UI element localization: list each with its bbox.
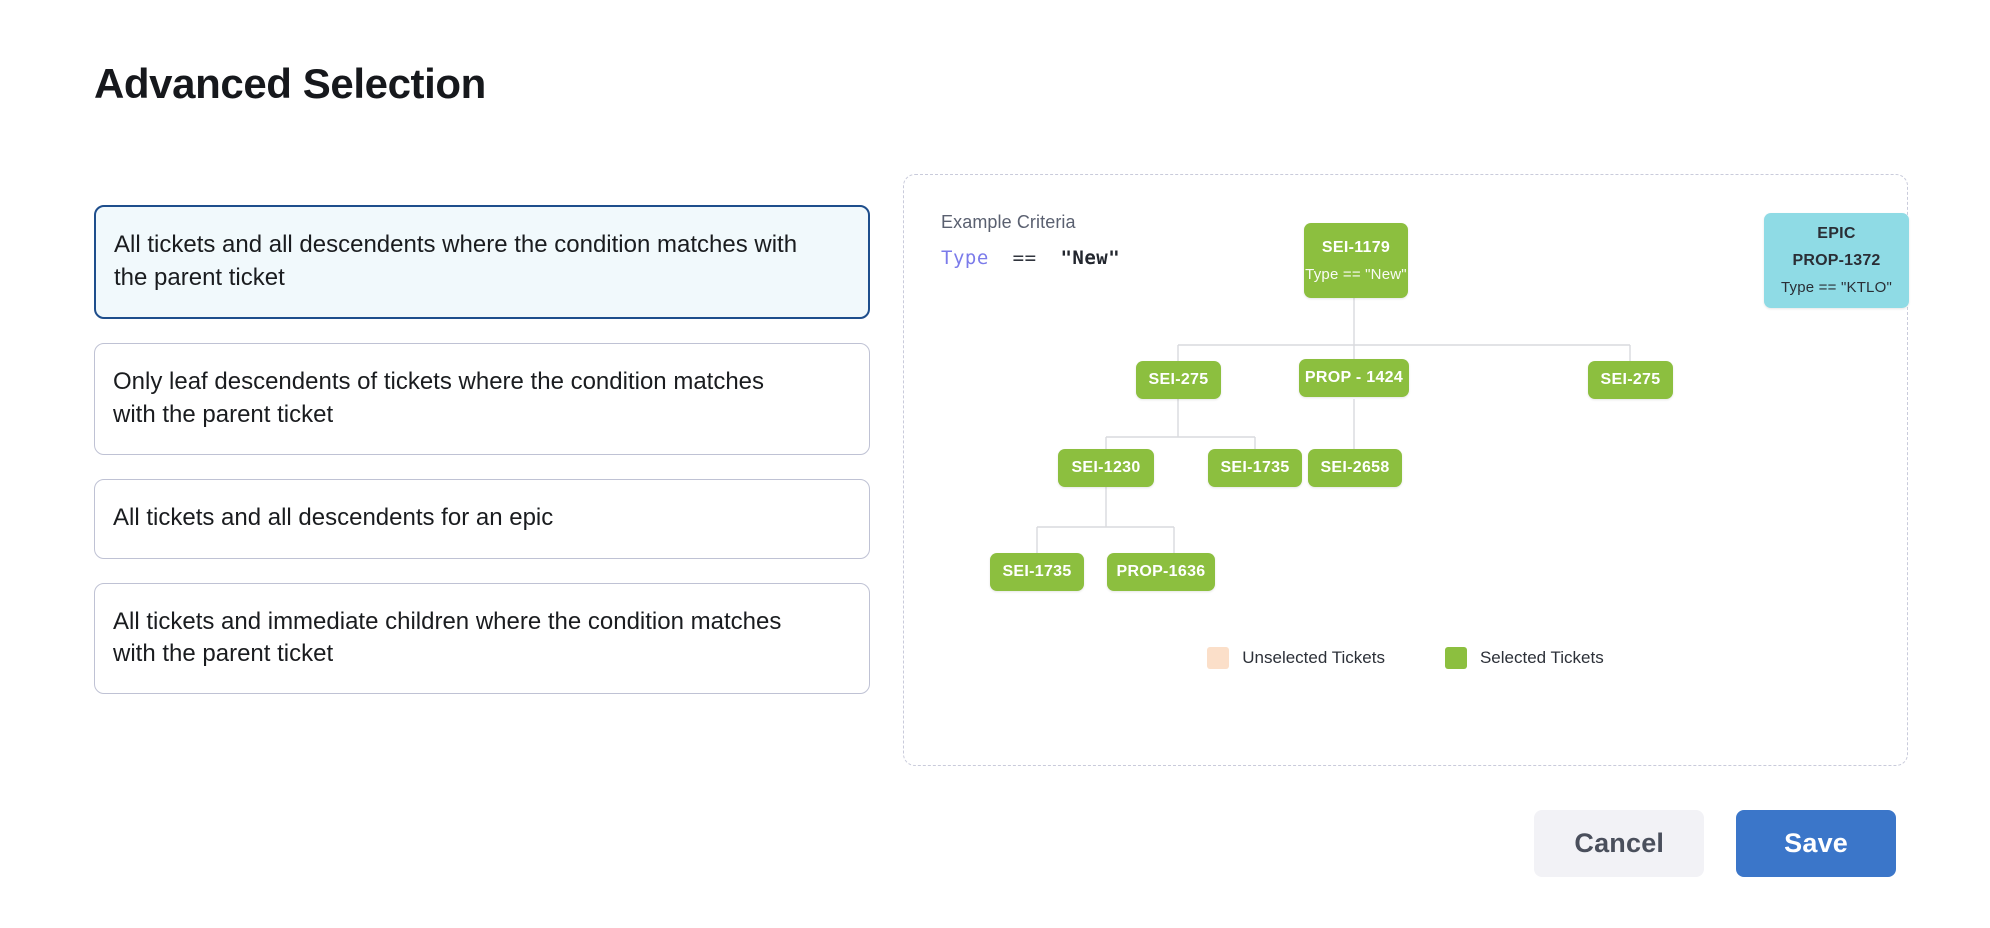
tree-node-sei-1735-row4[interactable]: SEI-1735 bbox=[990, 553, 1084, 591]
tree-node-label: SEI-275 bbox=[1148, 371, 1209, 388]
criteria-value: "New" bbox=[1060, 247, 1121, 269]
tree-node-condition: Type == "New" bbox=[1305, 265, 1407, 283]
option-card-immediate-children-condition[interactable]: All tickets and immediate children where… bbox=[94, 582, 870, 695]
option-card-leaf-descendents-condition[interactable]: Only leaf descendents of tickets where t… bbox=[94, 342, 870, 455]
example-diagram-panel: Example Criteria Type == "New" bbox=[903, 174, 1909, 766]
page-title: Advanced Selection bbox=[94, 60, 486, 107]
option-label: All tickets and all descendents for an e… bbox=[113, 504, 554, 532]
tree-node-ticket-id: PROP-1372 bbox=[1792, 252, 1881, 269]
tree-node-sei-275-left[interactable]: SEI-275 bbox=[1136, 361, 1221, 399]
tree-node-label: SEI-2658 bbox=[1320, 459, 1390, 476]
tree-node-label: SEI-275 bbox=[1600, 371, 1661, 388]
option-label: Only leaf descendents of tickets where t… bbox=[113, 367, 765, 428]
option-label: All tickets and all descendents where th… bbox=[114, 231, 798, 291]
option-list: All tickets and all descendents where th… bbox=[94, 205, 870, 695]
option-card-all-descendents-epic[interactable]: All tickets and all descendents for an e… bbox=[94, 478, 870, 559]
tree-node-prop-1424[interactable]: PROP - 1424 bbox=[1299, 359, 1409, 397]
tree-node-sei-1230[interactable]: SEI-1230 bbox=[1058, 449, 1154, 487]
tree-node-sei-1179[interactable]: SEI-1179 Type == "New" bbox=[1304, 223, 1408, 298]
save-button[interactable]: Save bbox=[1736, 810, 1896, 877]
option-label: All tickets and immediate children where… bbox=[113, 607, 782, 668]
legend-swatch-selected-icon bbox=[1444, 647, 1467, 669]
diagram-legend: Unselected Tickets Selected Tickets bbox=[904, 647, 1907, 669]
tree-node-sei-275-right[interactable]: SEI-275 bbox=[1588, 361, 1673, 399]
tree-node-condition: Type == "KTLO" bbox=[1780, 279, 1892, 296]
tree-node-label: SEI-1735 bbox=[1220, 459, 1290, 476]
legend-item-selected: Selected Tickets bbox=[1444, 647, 1604, 669]
tree-node-sei-1735-row3[interactable]: SEI-1735 bbox=[1208, 449, 1302, 487]
dialog-footer: Cancel Save bbox=[1534, 810, 1896, 877]
criteria-expression: Type == "New" bbox=[941, 247, 1120, 269]
legend-label: Unselected Tickets bbox=[1242, 648, 1385, 667]
tree-node-label: SEI-1230 bbox=[1071, 459, 1141, 476]
tree-node-sei-2658[interactable]: SEI-2658 bbox=[1308, 449, 1402, 487]
tree-node-label: EPIC bbox=[1817, 225, 1856, 242]
criteria-block: Example Criteria Type == "New" bbox=[941, 212, 1120, 269]
tree-node-epic-prop-1372[interactable]: EPIC PROP-1372 Type == "KTLO" bbox=[1764, 213, 1909, 308]
tree-node-label: SEI-1179 bbox=[1321, 238, 1391, 256]
cancel-button[interactable]: Cancel bbox=[1534, 810, 1705, 877]
tree-node-label: PROP-1636 bbox=[1116, 563, 1206, 580]
criteria-title: Example Criteria bbox=[941, 212, 1076, 232]
tree-node-label: SEI-1735 bbox=[1002, 563, 1072, 580]
criteria-field: Type bbox=[941, 247, 989, 269]
tree-node-label: PROP - 1424 bbox=[1304, 369, 1404, 386]
criteria-operator: == bbox=[1012, 247, 1037, 269]
legend-label: Selected Tickets bbox=[1479, 648, 1604, 667]
legend-item-unselected: Unselected Tickets bbox=[1207, 647, 1385, 669]
option-card-all-descendents-condition[interactable]: All tickets and all descendents where th… bbox=[94, 205, 870, 319]
legend-swatch-unselected-icon bbox=[1207, 647, 1230, 669]
tree-node-prop-1636[interactable]: PROP-1636 bbox=[1107, 553, 1215, 591]
